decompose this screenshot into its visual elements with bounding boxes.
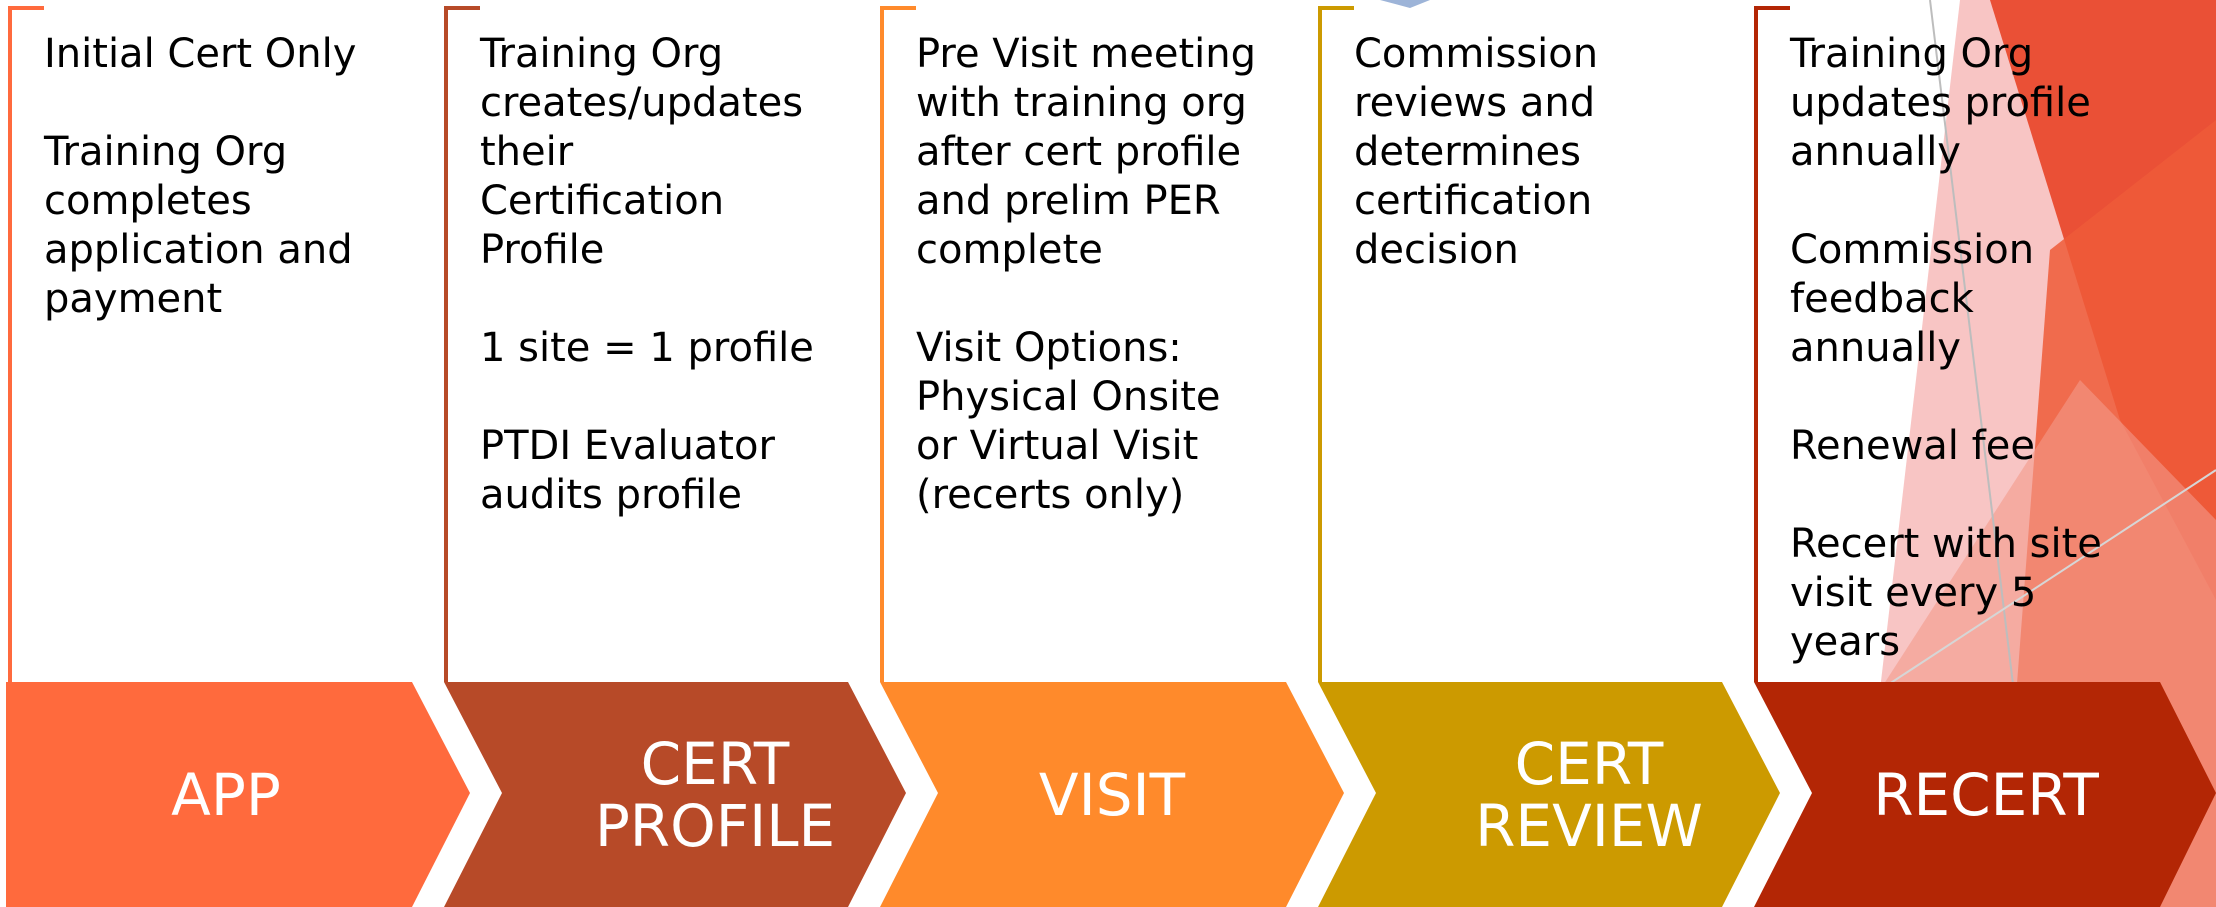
bracket-cap xyxy=(1318,6,1354,10)
stage-visit-items: Pre Visit meeting with training org afte… xyxy=(916,30,1256,569)
bracket-cap xyxy=(1754,6,1790,10)
stage-recert-column: Training Org updates profile annually Co… xyxy=(1754,6,2114,682)
stage-cert-review-items: Commission reviews and determines certif… xyxy=(1354,30,1694,324)
bracket-cap xyxy=(880,6,916,10)
stage-app-column: Initial Cert Only Training Org completes… xyxy=(8,6,368,682)
bracket-cap xyxy=(8,6,44,10)
bracket-line xyxy=(8,6,12,682)
stage-cert-review-column: Commission reviews and determines certif… xyxy=(1318,6,1678,682)
bracket-cap xyxy=(444,6,480,10)
bracket-line xyxy=(880,6,884,682)
stage-label-cert-review: CERT REVIEW xyxy=(1475,729,1703,860)
chevron-app xyxy=(6,682,470,907)
decor-line xyxy=(1879,469,2216,691)
stage-item: Visit Options: Physical Onsite or Virtua… xyxy=(916,325,1221,518)
stage-item: Commission feedback annually xyxy=(1790,227,2035,371)
decor-diamond xyxy=(1380,0,1430,8)
stage-cert-profile-items: Training Org creates/updates their Certi… xyxy=(480,30,820,569)
chevron-cert-review xyxy=(1318,682,1780,907)
stage-recert-items: Training Org updates profile annually Co… xyxy=(1790,30,2130,716)
stage-visit-column: Pre Visit meeting with training org afte… xyxy=(880,6,1256,682)
stage-item: 1 site = 1 profile xyxy=(480,325,814,371)
stage-app-items: Initial Cert Only Training Org completes… xyxy=(44,30,384,373)
stage-item: Commission reviews and determines certif… xyxy=(1354,31,1599,273)
chevron-cert-profile xyxy=(444,682,906,907)
bracket-line xyxy=(1754,6,1758,682)
stage-label-visit: VISIT xyxy=(1038,760,1186,829)
bracket-line xyxy=(1318,6,1322,682)
stage-item: PTDI Evaluator audits profile xyxy=(480,423,775,518)
stage-label-cert-profile: CERT PROFILE xyxy=(594,729,836,860)
stage-item: Pre Visit meeting with training org afte… xyxy=(916,31,1256,273)
bracket-line xyxy=(444,6,448,682)
stage-item: Training Org updates profile annually xyxy=(1790,31,2091,175)
stage-label-recert: RECERT xyxy=(1873,760,2099,829)
stage-item: Training Org completes application and p… xyxy=(44,129,353,322)
chevron-recert xyxy=(1754,682,2216,907)
stage-label-app: APP xyxy=(171,760,281,829)
stage-cert-profile-column: Training Org creates/updates their Certi… xyxy=(444,6,814,682)
stage-item: Initial Cert Only xyxy=(44,31,357,77)
chevron-visit xyxy=(880,682,1344,907)
stage-item: Training Org creates/updates their Certi… xyxy=(480,31,804,273)
stage-item: Recert with site visit every 5 years xyxy=(1790,521,2102,665)
stage-item: Renewal fee xyxy=(1790,423,2035,469)
